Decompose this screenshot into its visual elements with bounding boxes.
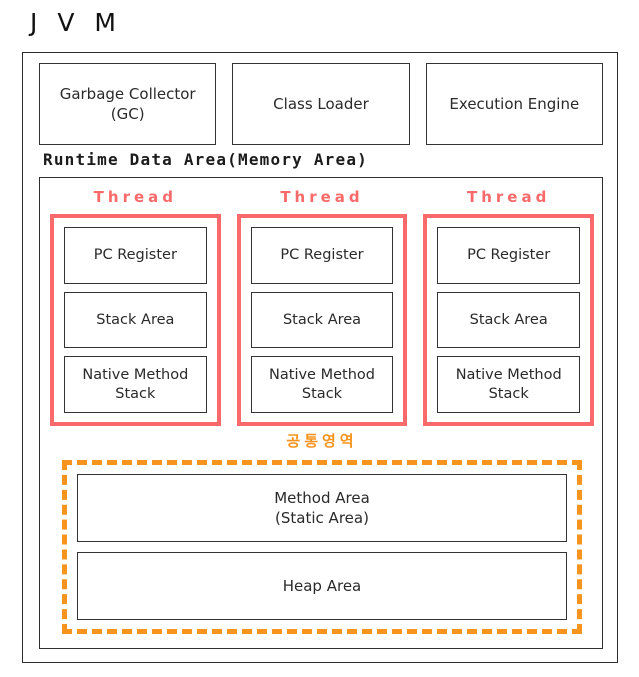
thread-box: PC Register Stack Area Native Method Sta… [50,214,221,426]
thread-label: Thread [93,188,177,206]
thread-label: Thread [280,188,364,206]
shared-area-box: Method Area (Static Area) Heap Area [62,460,582,634]
page-title: J V M [30,8,122,37]
method-area-box: Method Area (Static Area) [77,474,567,542]
thread-box: PC Register Stack Area Native Method Sta… [423,214,595,426]
jvm-frame: Garbage Collector (GC) Class Loader Exec… [22,52,618,663]
native-method-stack-box: Native Method Stack [437,356,581,414]
stack-area-box: Stack Area [64,291,207,349]
stack-area-box: Stack Area [437,291,581,349]
native-method-stack-box: Native Method Stack [250,356,394,414]
garbage-collector-box: Garbage Collector (GC) [39,63,217,145]
pc-register-box: PC Register [250,227,394,284]
shared-area-label: 공통영역 [286,432,358,450]
thread-box: PC Register Stack Area Native Method Sta… [236,214,408,426]
thread-column-1: Thread PC Register Stack Area Native Met… [50,186,221,426]
runtime-data-area-frame: Thread PC Register Stack Area Native Met… [39,177,603,649]
class-loader-box: Class Loader [232,63,410,145]
pc-register-box: PC Register [64,227,207,284]
heap-area-box: Heap Area [77,552,567,620]
thread-column-3: Thread PC Register Stack Area Native Met… [423,186,595,426]
pc-register-box: PC Register [437,227,581,284]
jvm-top-components-row: Garbage Collector (GC) Class Loader Exec… [39,63,603,145]
threads-row: Thread PC Register Stack Area Native Met… [50,186,595,426]
native-method-stack-box: Native Method Stack [64,356,207,414]
execution-engine-box: Execution Engine [425,63,603,145]
thread-column-2: Thread PC Register Stack Area Native Met… [236,186,408,426]
thread-label: Thread [467,188,551,206]
runtime-data-area-label: Runtime Data Area(Memory Area) [43,150,368,169]
stack-area-box: Stack Area [250,291,394,349]
